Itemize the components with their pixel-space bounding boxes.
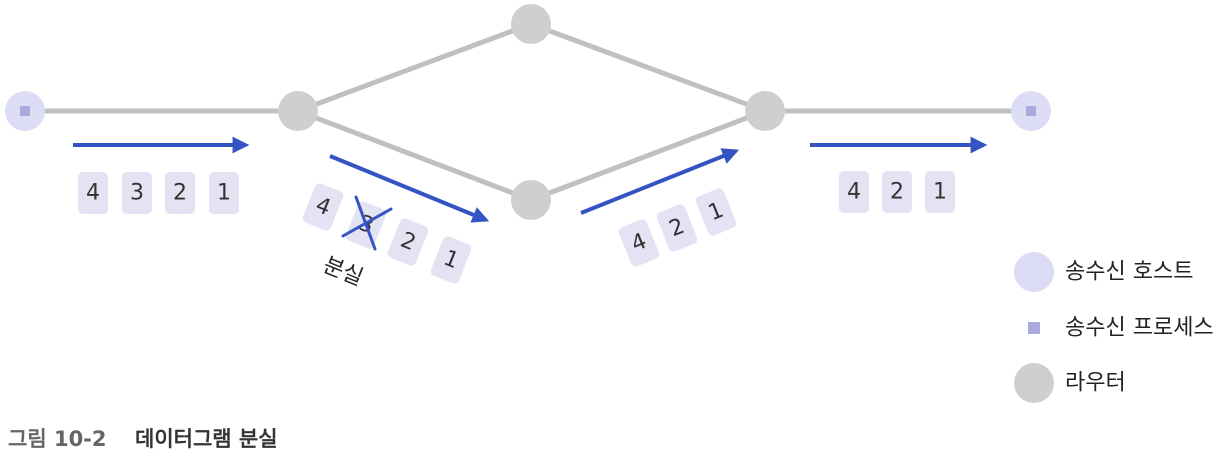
host-icon (1014, 252, 1054, 292)
legend-item-host: 송수신 호스트 (1014, 252, 1193, 292)
packet: 1 (925, 171, 955, 213)
packet: 1 (209, 172, 239, 214)
packets-lower-right: 4 2 1 (618, 188, 737, 267)
arrow-lower-left (329, 154, 490, 223)
router-bottom (511, 180, 551, 220)
link-router-bottom (297, 108, 532, 203)
packet: 2 (656, 204, 698, 252)
routers (278, 4, 785, 220)
caption-number: 그림 10-2 (8, 427, 107, 451)
legend-label-host: 송수신 호스트 (1065, 260, 1193, 285)
packet: 2 (387, 218, 429, 266)
legend-item-router: 라우터 (1014, 363, 1126, 403)
process-icon (1026, 106, 1036, 116)
router-right (745, 91, 785, 131)
packet: 1 (695, 188, 737, 236)
legend-item-process: 송수신 프로세스 (1028, 316, 1214, 341)
packet: 4 (302, 183, 344, 231)
packet-number: 1 (217, 181, 231, 206)
packet: 2 (882, 171, 912, 213)
arrow-lower-right (580, 148, 740, 215)
packet: 4 (78, 172, 108, 214)
packet-number: 3 (130, 181, 144, 206)
receiver-host (1011, 91, 1051, 131)
packet-number: 1 (933, 180, 947, 205)
router-icon (1014, 363, 1054, 403)
direction-arrows (73, 136, 988, 223)
packet: 1 (430, 236, 472, 284)
process-icon (20, 106, 30, 116)
router-left (278, 91, 318, 131)
packets-receiver: 4 2 1 (839, 171, 955, 213)
sender-host (5, 91, 45, 131)
legend: 송수신 호스트 송수신 프로세스 라우터 (1014, 252, 1214, 403)
figure-caption: 그림 10-2 데이터그램 분실 (8, 427, 278, 451)
packet-number: 4 (86, 181, 100, 206)
loss-cross-icon (341, 195, 393, 251)
legend-label-router: 라우터 (1065, 371, 1126, 396)
packet-number: 4 (847, 180, 861, 205)
router-top (511, 4, 551, 44)
lost-label: 분실 (320, 253, 367, 291)
packets-lower-left: 4 3 2 1 분실 (302, 183, 472, 291)
packet-number: 2 (890, 180, 904, 205)
link-router-top (297, 21, 532, 114)
caption-title: 데이터그램 분실 (135, 427, 278, 451)
link-bottom-router (530, 108, 766, 203)
process-icon (1028, 322, 1040, 334)
legend-label-process: 송수신 프로세스 (1065, 316, 1214, 341)
packets-sender: 4 3 2 1 (78, 172, 239, 214)
network-links (25, 21, 1031, 203)
packet: 2 (165, 172, 195, 214)
packet: 3 (122, 172, 152, 214)
link-top-router (530, 21, 766, 114)
packet-number: 2 (173, 181, 187, 206)
packet: 4 (618, 219, 660, 267)
packet: 4 (839, 171, 869, 213)
